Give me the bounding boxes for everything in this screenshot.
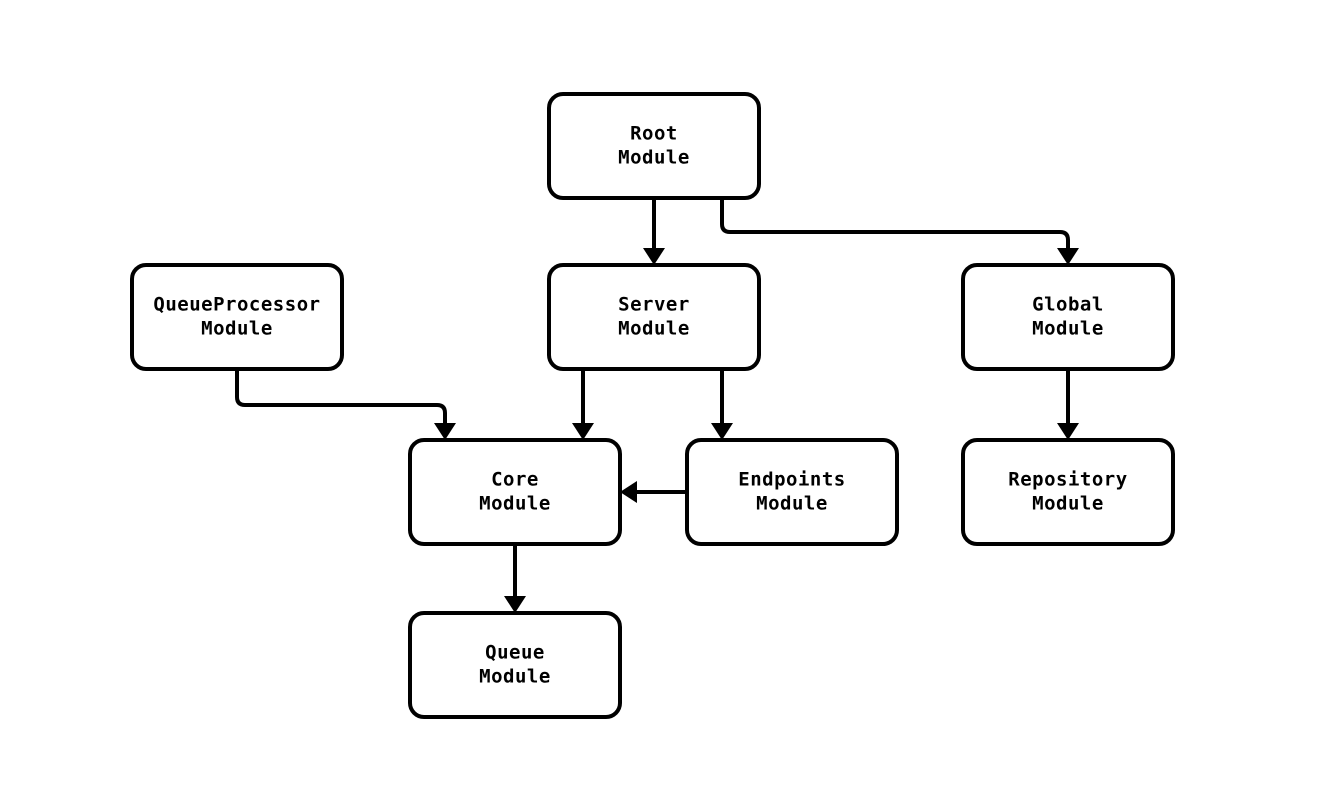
node-box[interactable] [685, 438, 899, 546]
node-box[interactable] [961, 263, 1175, 371]
node-label-line1: Server [618, 294, 690, 316]
node-box[interactable] [547, 92, 761, 200]
arrow-head-icon [1057, 248, 1079, 265]
node-label-line2: Module [618, 318, 690, 340]
node-label-line2: Module [756, 493, 828, 515]
arrow-head-icon [504, 596, 526, 613]
arrow-head-icon [620, 481, 637, 503]
edge-server-to-core [572, 369, 594, 440]
edges-layer [235, 198, 1079, 613]
node-label-line1: Core [491, 469, 539, 491]
node-box[interactable] [961, 438, 1175, 546]
node-label-line1: Root [630, 123, 678, 145]
edge-root-to-server [643, 198, 665, 265]
edge-global-to-repository [1057, 369, 1079, 440]
node-box[interactable] [408, 611, 622, 719]
arrow-head-icon [643, 248, 665, 265]
node-label-line1: Queue [485, 642, 545, 664]
edge-line [720, 198, 1070, 249]
edge-endpoints-to-core [620, 481, 687, 503]
arrow-head-icon [434, 423, 456, 440]
arrow-head-icon [572, 423, 594, 440]
edge-core-to-queue [504, 544, 526, 613]
node-label-line2: Module [618, 147, 690, 169]
edge-root-to-global [720, 198, 1079, 265]
node-label-line1: QueueProcessor [153, 294, 320, 316]
node-label-line2: Module [1032, 493, 1104, 515]
node-label-line2: Module [1032, 318, 1104, 340]
node-label-line2: Module [201, 318, 273, 340]
node-label-line1: Global [1032, 294, 1104, 316]
node-label-line2: Module [479, 666, 551, 688]
nodes-layer: RootModuleQueueProcessorModuleServerModu… [130, 92, 1175, 719]
node-label-line1: Endpoints [738, 469, 845, 491]
node-box[interactable] [547, 263, 761, 371]
edge-queueprocessor-to-core [235, 369, 456, 440]
node-box[interactable] [408, 438, 622, 546]
node-label-line1: Repository [1008, 469, 1127, 491]
edge-line [235, 369, 447, 424]
node-label-line2: Module [479, 493, 551, 515]
edge-server-to-endpoints [711, 369, 733, 440]
arrow-head-icon [1057, 423, 1079, 440]
arrow-head-icon [711, 423, 733, 440]
node-box[interactable] [130, 263, 344, 371]
